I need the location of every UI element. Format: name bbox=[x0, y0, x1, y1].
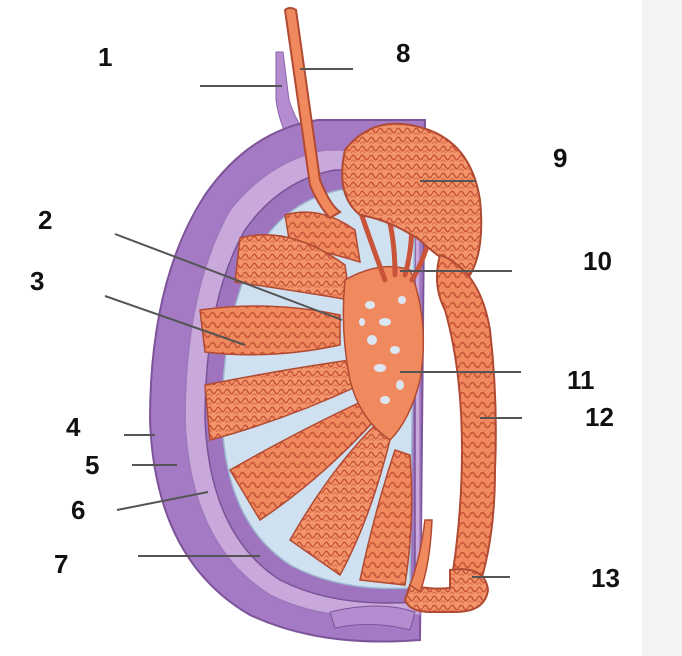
label-7: 7 bbox=[54, 551, 68, 577]
label-13: 13 bbox=[591, 565, 620, 591]
label-4: 4 bbox=[66, 414, 80, 440]
label-12: 12 bbox=[585, 404, 614, 430]
label-2: 2 bbox=[38, 207, 52, 233]
label-10: 10 bbox=[583, 248, 612, 274]
label-3: 3 bbox=[30, 268, 44, 294]
label-11: 11 bbox=[567, 367, 595, 393]
epididymis-body bbox=[437, 255, 496, 590]
label-6: 6 bbox=[71, 497, 85, 523]
label-9: 9 bbox=[553, 145, 567, 171]
label-1: 1 bbox=[98, 44, 112, 70]
label-5: 5 bbox=[85, 452, 99, 478]
lobule-3 bbox=[200, 306, 340, 355]
label-8: 8 bbox=[396, 40, 410, 66]
